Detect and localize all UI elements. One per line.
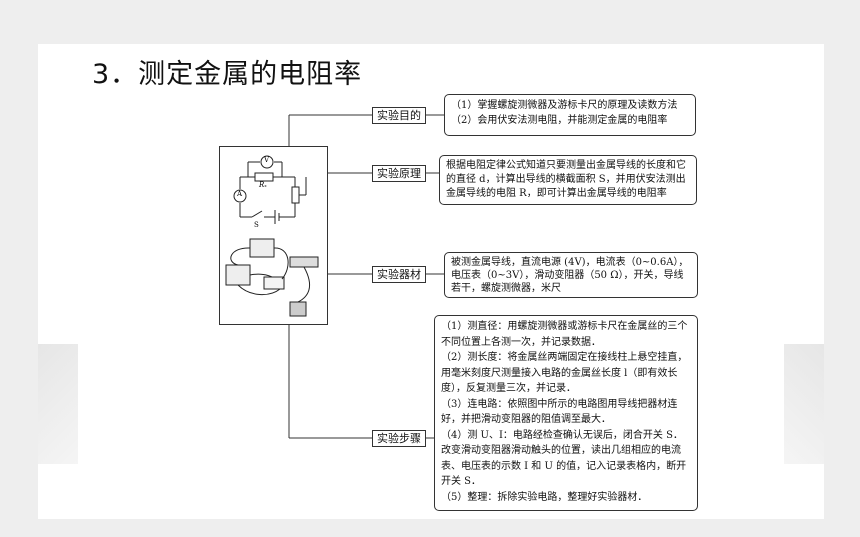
voltmeter-label: V [264,156,270,164]
switch-label: S [254,221,259,229]
branch-label-equipment: 实验器材 [372,266,426,283]
decor-left [38,344,78,464]
step-item: （3）连电路：依照图中所示的电路图用导线把器材连好，并把滑动变阻器的阻值调至最大… [441,398,678,426]
purpose-item: （2）会用伏安法测电阻，并能测定金属的电阻率 [451,115,668,126]
branch-label-principle: 实验原理 [372,165,426,182]
ammeter-label: A [237,190,243,198]
page-title: 3．测定金属的电阻率 [92,59,363,90]
principle-box: 根据电阻定律公式知道只要测量出金属导线的长度和它的直径 d，计算出导线的横截面积… [439,155,697,205]
principle-text: 根据电阻定律公式知道只要测量出金属导线的长度和它的直径 d，计算出导线的横截面积… [446,160,686,199]
step-item: （2）测长度：将金属丝两端固定在接线柱上悬空挂直，用毫米刻度尺测量接入电路的金属… [441,352,688,394]
resistor-label: Rₓ [259,181,267,189]
step-item: （5）整理：拆除实验电路，整理好实验器材． [441,491,648,503]
equipment-text: 被测金属导线，直流电源 (4V)，电流表（0~0.6A），电压表（0~3V），滑… [451,257,689,294]
branch-label-steps: 实验步骤 [372,430,426,447]
steps-box: （1）测直径：用螺旋测微器或游标卡尺在金属丝的三个不同位置上各测一次，并记录数据… [434,315,698,511]
circuit-diagram [225,155,319,317]
step-item: （4）测 U、I：电路经检查确认无误后，闭合开关 S．改变滑动变阻器滑动触头的位… [441,429,687,488]
branch-label-purpose: 实验目的 [372,107,426,124]
circuit-apparatus-figure: V A Rₓ S [219,146,328,325]
purpose-box: （1）掌握螺旋测微器及游标卡尺的原理及读数方法 （2）会用伏安法测电阻，并能测定… [444,94,696,136]
equipment-box: 被测金属导线，直流电源 (4V)，电流表（0~0.6A），电压表（0~3V），滑… [444,252,698,298]
purpose-item: （1）掌握螺旋测微器及游标卡尺的原理及读数方法 [451,100,678,111]
step-item: （1）测直径：用螺旋测微器或游标卡尺在金属丝的三个不同位置上各测一次，并记录数据… [441,321,688,348]
decor-right [784,344,824,464]
